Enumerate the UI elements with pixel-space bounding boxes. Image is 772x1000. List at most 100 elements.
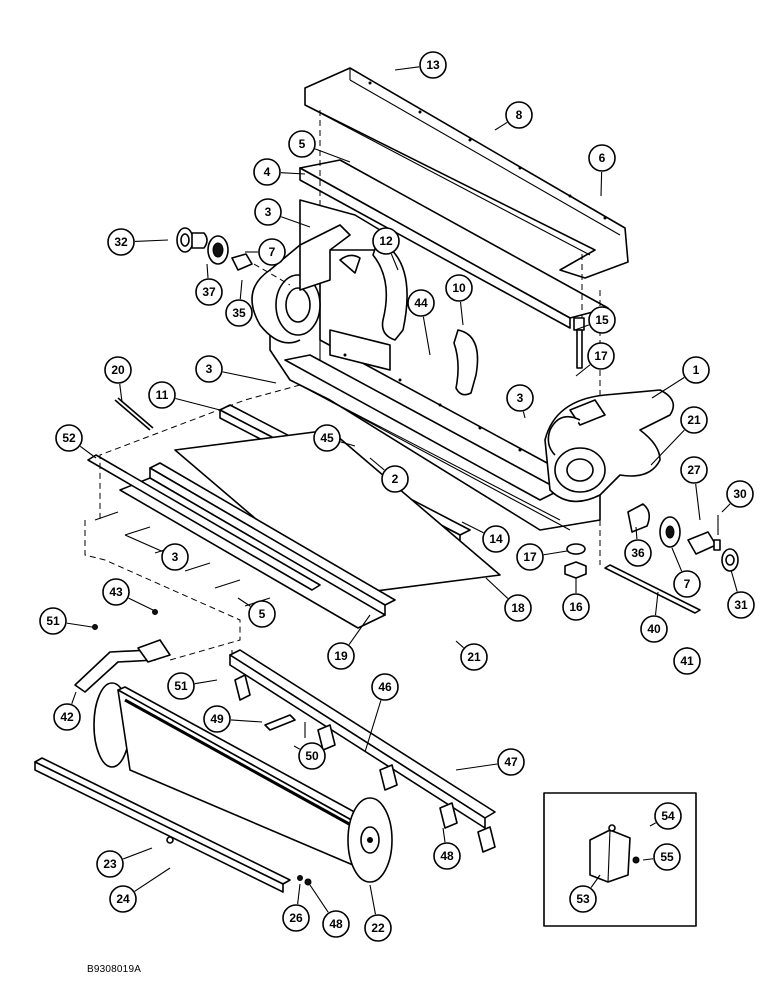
- callout-label: 41: [680, 654, 694, 668]
- callout-circle: [516, 543, 544, 571]
- callout-leader-c15: [574, 324, 590, 331]
- callout-circle: [364, 914, 392, 942]
- callout-circle: [371, 673, 399, 701]
- callout-leader-c54: [649, 822, 657, 827]
- callout-circle: [254, 198, 282, 226]
- callout-label: 20: [111, 363, 125, 377]
- callout-circle: [282, 904, 310, 932]
- callout-circle: [203, 705, 231, 733]
- callout-label: 44: [414, 296, 428, 310]
- callout-label: 17: [523, 550, 537, 564]
- callout-leader-c46: [364, 700, 382, 753]
- callout-c24: 24: [109, 885, 137, 913]
- callout-c46: 46: [371, 673, 399, 701]
- callout-label: 14: [489, 532, 503, 546]
- callout-c10: 10: [445, 274, 473, 302]
- callout-leader-c7b: [671, 547, 683, 572]
- callout-circle: [372, 227, 400, 255]
- callout-leader-c17a: [575, 364, 591, 377]
- callout-leader-c5a: [314, 148, 351, 163]
- callout-leader-c3d: [124, 534, 163, 552]
- callout-c13: 13: [419, 51, 447, 79]
- callout-leader-c20: [119, 383, 123, 403]
- callout-circle: [588, 144, 616, 172]
- callout-circle: [588, 306, 616, 334]
- callout-circle: [482, 525, 510, 553]
- figure-reference-code: B9308019A: [87, 964, 142, 975]
- callout-leader-c37: [206, 263, 209, 279]
- callout-label: 4: [264, 165, 271, 179]
- callout-c7b: 7: [673, 570, 701, 598]
- callout-leader-c31: [730, 569, 738, 592]
- callout-circle: [102, 578, 130, 606]
- bolt-part-15: [573, 254, 585, 369]
- callout-circle: [504, 594, 532, 622]
- callout-c26: 26: [282, 904, 310, 932]
- callout-circle: [680, 406, 708, 434]
- callout-c19: 19: [327, 642, 355, 670]
- callout-circle: [327, 642, 355, 670]
- housing-body: [251, 199, 675, 531]
- callout-circle: [505, 101, 533, 129]
- callout-c18: 18: [504, 594, 532, 622]
- callout-c52: 52: [55, 424, 83, 452]
- callout-c12: 12: [372, 227, 400, 255]
- callout-label: 8: [516, 108, 523, 122]
- callout-c48a: 48: [433, 842, 461, 870]
- callout-leader-c51a: [66, 622, 93, 628]
- callout-leader-c26: [297, 883, 301, 905]
- callout-leader-c21b: [455, 640, 464, 649]
- callout-c32: 32: [107, 228, 135, 256]
- drum-part-22: [93, 682, 393, 883]
- callout-leader-c17b: [543, 550, 568, 556]
- callout-circle: [148, 381, 176, 409]
- callout-c11: 11: [148, 381, 176, 409]
- callout-c54: 54: [654, 802, 682, 830]
- callout-leader-c48b: [309, 884, 329, 913]
- callout-circle: [445, 274, 473, 302]
- callout-leader-c47: [455, 763, 498, 771]
- callout-c14: 14: [482, 525, 510, 553]
- callout-leader-c36: [635, 526, 638, 540]
- callout-leader-c11: [175, 397, 221, 411]
- callout-leader-c5b: [237, 597, 251, 607]
- callout-c16: 16: [562, 593, 590, 621]
- callout-label: 53: [576, 892, 590, 906]
- callout-c47: 47: [497, 748, 525, 776]
- callout-leader-c49: [230, 719, 263, 723]
- callout-c5a: 5: [288, 130, 316, 158]
- callout-circle: [53, 703, 81, 731]
- callout-circle: [673, 647, 701, 675]
- callout-leader-c3b: [222, 371, 277, 384]
- callout-label: 11: [156, 388, 169, 402]
- callout-c51a: 51: [39, 607, 67, 635]
- left-bracket: [299, 224, 361, 291]
- callout-c3b: 3: [195, 355, 223, 383]
- callout-label: 12: [379, 234, 393, 248]
- callout-label: 17: [594, 349, 608, 363]
- callout-label: 7: [269, 245, 276, 259]
- callout-circle: [39, 607, 67, 635]
- callout-label: 49: [210, 712, 224, 726]
- callout-c22: 22: [364, 914, 392, 942]
- callout-label: 1: [693, 363, 700, 377]
- callout-c17b: 17: [516, 543, 544, 571]
- right-bearing-stack: [564, 503, 739, 579]
- callout-label: 7: [684, 577, 691, 591]
- callout-label: 18: [511, 601, 525, 615]
- callout-circle: [433, 842, 461, 870]
- callout-c35: 35: [225, 299, 253, 327]
- callout-leader-c1: [651, 377, 685, 399]
- callout-label: 19: [334, 649, 348, 663]
- callout-circle: [322, 910, 350, 938]
- callout-circle: [673, 570, 701, 598]
- rod-part-40: [604, 564, 701, 614]
- callout-leader-c27: [695, 483, 701, 521]
- callout-label: 46: [378, 680, 392, 694]
- callout-leader-c32: [134, 239, 169, 242]
- callout-c30: 30: [726, 480, 754, 508]
- callout-circle: [419, 51, 447, 79]
- callout-label: 36: [631, 546, 645, 560]
- callout-c8: 8: [505, 101, 533, 129]
